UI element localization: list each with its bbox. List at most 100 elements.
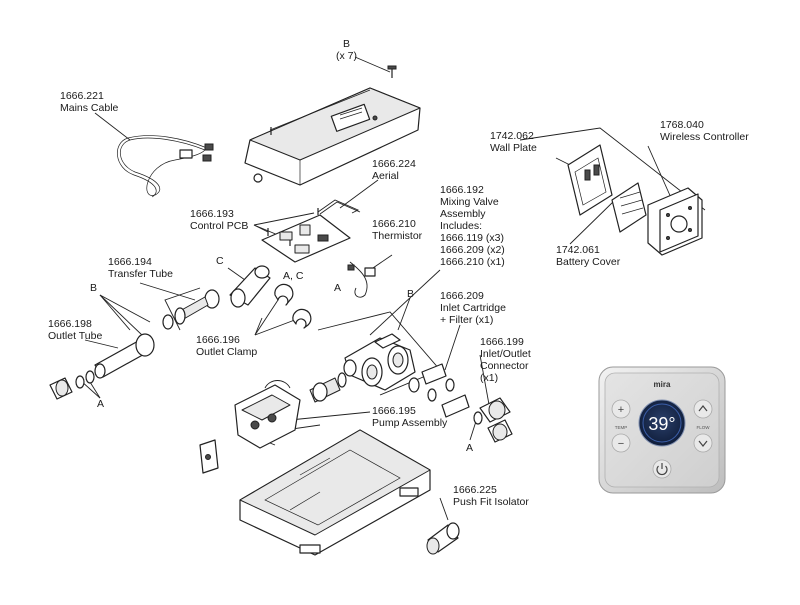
isolator-label: 1666.225 Push Fit Isolator [453, 484, 529, 508]
callout-a-connector: A [466, 442, 474, 454]
battery-code: 1742.061 [556, 244, 600, 256]
inlet-outlet-connector-part [473, 397, 513, 443]
transfer-tube-code: 1666.194 [108, 256, 152, 268]
transfer-tube-name: Transfer Tube [108, 268, 173, 280]
pump-code: 1666.195 [372, 405, 416, 417]
inlet-outlet-line1: Inlet/Outlet [480, 348, 531, 360]
callout-a-thermistor: A [334, 282, 342, 294]
outlet-tube-name: Outlet Tube [48, 330, 103, 342]
screw-b-part [387, 65, 397, 78]
mixing-valve-line3: Includes: [440, 220, 483, 232]
wireless-controller-part [647, 187, 703, 256]
mixing-valve-line1: Mixing Valve [440, 196, 499, 208]
temperature-readout: 39° [648, 414, 675, 434]
wall-plate-part [567, 144, 613, 216]
thermistor-label: 1666.210 Thermistor [372, 218, 422, 242]
inlet-cartridge-code: 1666.209 [440, 290, 484, 302]
wireless-code: 1768.040 [660, 119, 704, 131]
chevron-down-icon [698, 440, 708, 447]
screw-b-qty: (x 7) [336, 50, 357, 62]
wall-plate-code: 1742.062 [490, 130, 534, 142]
aerial-label: 1666.224 Aerial [372, 158, 416, 182]
pump-label: 1666.195 Pump Assembly [372, 405, 447, 429]
inlet-cartridge-line2: + Filter (x1) [440, 314, 494, 326]
mixing-valve-part [343, 333, 416, 391]
aerial-code: 1666.224 [372, 158, 416, 170]
chevron-up-icon [698, 405, 708, 412]
flow-label: FLOW [697, 425, 711, 430]
callout-c: C [216, 255, 224, 267]
top-cover-part [244, 87, 421, 186]
battery-cover-part [611, 182, 647, 233]
transfer-tube-part [162, 289, 220, 330]
outlet-elbow-part [229, 265, 271, 308]
mixing-valve-label: 1666.192 Mixing Valve Assembly Includes:… [440, 184, 505, 268]
thermistor-part [347, 261, 376, 298]
outlet-clamp-part [274, 283, 312, 329]
mounting-bracket-part [199, 439, 219, 474]
wireless-controller-label: 1768.040 Wireless Controller [660, 119, 749, 143]
inlet-cartridge-part [408, 363, 470, 418]
inlet-outlet-code: 1666.199 [480, 336, 524, 348]
thermistor-code: 1666.210 [372, 218, 416, 230]
temp-up-button[interactable] [611, 399, 631, 419]
brand-logo: mira [654, 380, 671, 389]
control-pcb-name: Control PCB [190, 220, 249, 232]
inlet-outlet-line2: Connector [480, 360, 529, 372]
pump-name: Pump Assembly [372, 417, 448, 429]
mains-cable-label: 1666.221 Mains Cable [60, 90, 118, 114]
isolator-name: Push Fit Isolator [453, 496, 529, 508]
isolator-code: 1666.225 [453, 484, 497, 496]
aerial-name: Aerial [372, 170, 399, 182]
mixing-valve-inc1: 1666.119 (x3) [440, 232, 505, 244]
wall-plate-label: 1742.062 Wall Plate [490, 130, 537, 154]
wall-plate-name: Wall Plate [490, 142, 537, 154]
callout-a-outlet: A [97, 398, 105, 410]
flow-up-button[interactable] [693, 399, 713, 419]
outlet-clamp-code: 1666.196 [196, 334, 240, 346]
battery-cover-label: 1742.061 Battery Cover [556, 244, 620, 268]
outlet-tube-label: 1666.198 Outlet Tube [48, 318, 102, 342]
mixing-valve-line2: Assembly [440, 208, 486, 220]
callout-b-valve: B [407, 288, 415, 300]
inlet-outlet-qty: (x1) [480, 372, 499, 384]
aerial-part [317, 199, 361, 215]
mains-cable-part [117, 135, 214, 198]
mixing-valve-code: 1666.192 [440, 184, 484, 196]
screw-b-letter: B [342, 38, 350, 50]
outlet-clamp-label: 1666.196 Outlet Clamp [196, 334, 257, 358]
transfer-tube-label: 1666.194 Transfer Tube [108, 256, 173, 280]
controller-photo: mira 39° + − TEMP FLOW [597, 365, 727, 495]
callout-b-outlet: B [90, 282, 98, 294]
control-pcb-part [261, 208, 351, 263]
mains-cable-code: 1666.221 [60, 90, 104, 102]
temp-down-button[interactable] [611, 433, 631, 453]
temp-up-label: + [618, 404, 624, 416]
temp-label: TEMP [615, 425, 628, 430]
control-pcb-code: 1666.193 [190, 208, 234, 220]
inlet-cartridge-line1: Inlet Cartridge [440, 302, 506, 314]
inlet-outlet-label: 1666.199 Inlet/Outlet Connector (x1) [480, 336, 531, 384]
controller-photo-drawing: mira 39° + − TEMP FLOW [598, 366, 726, 494]
outlet-tube-code: 1666.198 [48, 318, 92, 330]
temp-down-label: − [618, 438, 624, 450]
callout-a-c: A, C [283, 270, 304, 282]
mains-cable-name: Mains Cable [60, 102, 119, 114]
pump-assembly-part [234, 380, 301, 449]
mixing-valve-inc2: 1666.209 (x2) [440, 244, 505, 256]
outlet-tube-part [49, 333, 155, 400]
battery-name: Battery Cover [556, 256, 621, 268]
flow-down-button[interactable] [693, 433, 713, 453]
base-housing-part [239, 429, 431, 556]
screw-b-label: B (x 7) [336, 38, 357, 62]
power-icon [656, 465, 668, 476]
outlet-clamp-name: Outlet Clamp [196, 346, 258, 358]
push-fit-isolator-part [426, 522, 460, 555]
mixing-valve-inc3: 1666.210 (x1) [440, 256, 505, 268]
inlet-cartridge-label: 1666.209 Inlet Cartridge + Filter (x1) [440, 290, 506, 326]
thermistor-name: Thermistor [372, 230, 423, 242]
control-pcb-label: 1666.193 Control PCB [190, 208, 248, 232]
wireless-name: Wireless Controller [660, 131, 749, 143]
